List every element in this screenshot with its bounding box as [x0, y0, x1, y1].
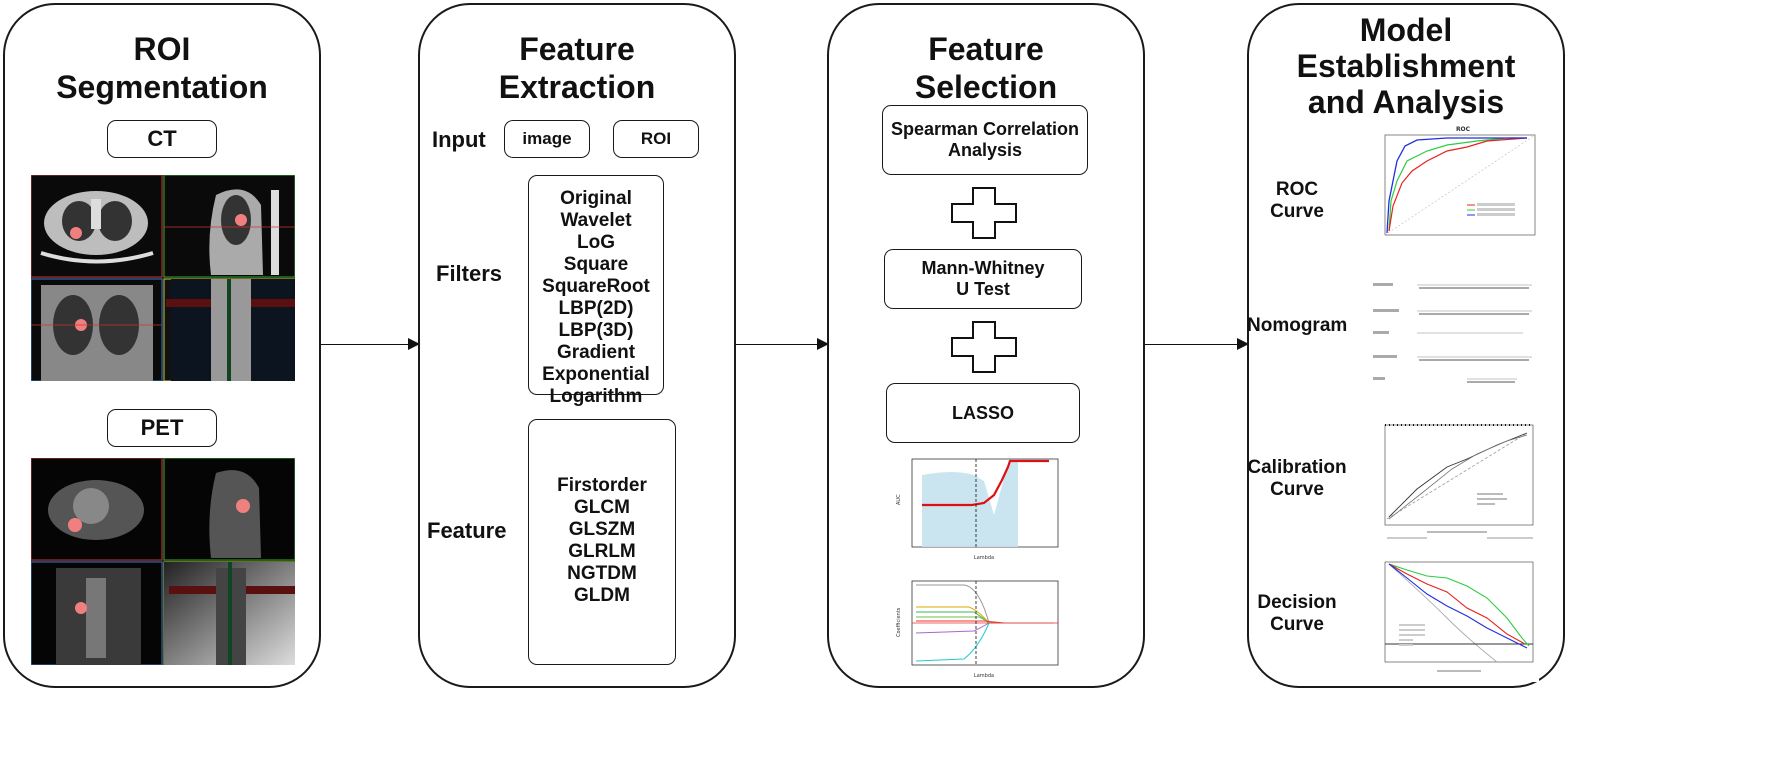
decision-label: Curve: [1270, 614, 1324, 635]
mann-whitney-label: U Test: [956, 279, 1010, 299]
filter-item: Square: [563, 254, 629, 275]
plot-xlabel: Lambda: [974, 555, 994, 561]
mann-whitney-box: Mann-Whitney U Test: [884, 249, 1082, 309]
feature-item: Firstorder: [557, 475, 647, 496]
spearman-label: Spearman Correlation: [890, 119, 1080, 139]
title-line: ROI: [133, 31, 191, 67]
features-list: Firstorder GLCM GLSZM GLRLM NGTDM GLDM: [528, 475, 676, 607]
filter-item: Wavelet: [560, 210, 632, 231]
pet-label: PET: [140, 415, 184, 440]
features-box: [528, 419, 676, 665]
title-line: Segmentation: [56, 69, 268, 105]
input-roi-label: ROI: [640, 129, 672, 148]
panel-title: Feature Extraction: [420, 30, 734, 106]
input-roi-box: ROI: [613, 120, 699, 158]
nomogram-label: Nomogram: [1247, 315, 1348, 336]
filter-item: Logarithm: [549, 386, 643, 407]
panel-title: ROI Segmentation: [5, 30, 319, 106]
filters-label: Filters: [436, 261, 503, 286]
plot-ylabel: Coefficients: [896, 607, 902, 637]
decision-curve-label: Decision Curve: [1247, 592, 1347, 636]
panel-model-analysis: Model Establishment and Analysis ROC Cur…: [1247, 3, 1565, 688]
filter-item: Exponential: [542, 364, 650, 385]
pet-scan-views: [31, 458, 295, 665]
plot-ylabel: AUC: [896, 494, 902, 505]
lasso-auc-plot: Lambda AUC: [896, 458, 1059, 561]
feature-item: NGTDM: [567, 563, 637, 584]
feature-item: GLCM: [574, 497, 630, 518]
input-image-label: image: [522, 129, 572, 148]
calibration-curve-label: Calibration Curve: [1247, 457, 1347, 501]
lasso-coefficient-plot: Lambda Coefficients: [896, 580, 1059, 679]
lasso-box: LASSO: [886, 383, 1080, 443]
plus-icon: [951, 187, 1017, 239]
filter-item: Gradient: [556, 342, 636, 363]
title-line: Feature: [519, 31, 635, 67]
flow-arrow: [736, 338, 829, 350]
ct-image-grid: [31, 175, 295, 381]
feature-item: GLRLM: [568, 541, 636, 562]
filter-item: LBP(3D): [558, 320, 634, 341]
spearman-label: Analysis: [947, 140, 1023, 160]
panel-roi-segmentation: ROI Segmentation CT: [3, 3, 321, 688]
filters-box: [528, 175, 664, 395]
feature-item: GLDM: [574, 585, 630, 606]
nomogram-plot: [1367, 273, 1539, 389]
roc-label: Curve: [1270, 201, 1324, 222]
flow-arrow: [321, 338, 420, 350]
roc-curve-label: ROC Curve: [1249, 179, 1345, 223]
feature-item: GLSZM: [568, 519, 636, 540]
ct-label-box: CT: [107, 120, 217, 158]
title-line: Feature: [928, 31, 1044, 67]
title-line: Model: [1359, 12, 1453, 48]
title-line: Extraction: [498, 69, 656, 105]
calibration-label: Calibration: [1247, 457, 1347, 478]
flow-arrow: [1145, 338, 1249, 350]
decision-curve-plot: [1367, 558, 1539, 682]
decision-label: Decision: [1257, 592, 1337, 613]
title-line: and Analysis: [1307, 84, 1505, 120]
ct-label: CT: [147, 126, 177, 151]
filter-item: LoG: [577, 232, 615, 253]
input-image-box: image: [504, 120, 590, 158]
roc-curve-plot: ROC: [1367, 121, 1539, 253]
mann-whitney-label: Mann-Whitney: [921, 258, 1045, 278]
panel-title: Feature Selection: [829, 30, 1143, 106]
panel-feature-selection: Feature Selection Spearman Correlation A…: [827, 3, 1145, 688]
pet-label-box: PET: [107, 409, 217, 447]
filter-item: Original: [560, 188, 632, 209]
pet-image-grid: [31, 458, 295, 665]
plus-icon: [951, 321, 1017, 373]
ct-scan-views: [31, 175, 295, 381]
roc-plot-title: ROC: [1456, 126, 1471, 133]
feature-label: Feature: [427, 518, 507, 543]
spearman-box: Spearman Correlation Analysis: [882, 105, 1088, 175]
calibration-curve-plot: [1367, 419, 1539, 543]
input-label: Input: [432, 127, 486, 152]
lasso-label: LASSO: [951, 402, 1014, 423]
panel-feature-extraction: Feature Extraction Input image ROI Filte…: [418, 3, 736, 688]
plot-xlabel: Lambda: [974, 673, 994, 679]
title-line: Selection: [914, 69, 1058, 105]
title-line: Establishment: [1296, 48, 1516, 84]
filters-list: Original Wavelet LoG Square SquareRoot L…: [528, 188, 664, 408]
filter-item: LBP(2D): [558, 298, 634, 319]
filter-item: SquareRoot: [542, 276, 650, 297]
calibration-label: Curve: [1270, 479, 1324, 500]
panel-title: Model Establishment and Analysis: [1249, 12, 1563, 120]
roc-label: ROC: [1275, 179, 1319, 200]
